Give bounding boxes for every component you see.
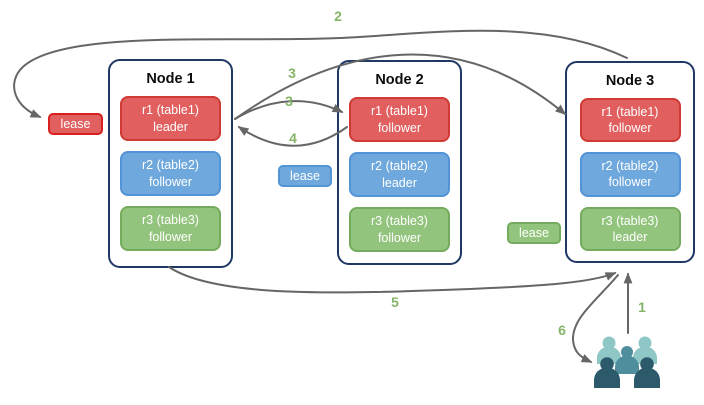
step-label-5: 5	[391, 294, 399, 310]
node2-replica-r1: r1 (table1) follower	[349, 97, 450, 142]
node-3-title: Node 3	[605, 73, 655, 89]
replica-label: r2 (table2)	[371, 159, 428, 174]
replica-role: follower	[377, 120, 422, 135]
node-1-box: Node 1 r1 (table1) leader r2 (table2) fo…	[108, 59, 233, 268]
replica-role: follower	[608, 175, 652, 190]
replica-role: follower	[608, 121, 652, 136]
node3-replica-r1: r1 (table1) follower	[579, 98, 681, 143]
replica-role: leader	[612, 229, 648, 244]
node1-replica-r3: r3 (table3) follower	[120, 206, 221, 251]
step-label-6: 6	[558, 322, 566, 338]
replica-label: r1 (table1)	[142, 103, 199, 118]
people-front-row	[594, 357, 660, 388]
replica-role: follower	[148, 229, 193, 244]
node1-replica-r1: r1 (table1) leader	[120, 96, 221, 141]
node3-replica-r2: r2 (table2) follower	[579, 152, 681, 197]
node2-replica-r2: r2 (table2) leader	[349, 152, 450, 197]
arrow-step-2	[13, 29, 628, 118]
replica-label: r2 (table2)	[601, 159, 659, 174]
arrow-step-5	[168, 266, 617, 294]
replica-role: leader	[382, 175, 417, 190]
replica-role: leader	[153, 119, 188, 134]
replica-label: r3 (table3)	[371, 214, 428, 229]
node-2-box: Node 2 r1 (table1) follower r2 (table2) …	[337, 60, 462, 265]
replica-label: r2 (table2)	[142, 158, 199, 173]
replica-label: r3 (table3)	[142, 213, 199, 228]
replica-label: r1 (table1)	[601, 104, 659, 119]
node-3-box: Node 3 r1 (table1) follower r2 (table2) …	[565, 61, 695, 263]
clients-people-icon	[594, 336, 660, 388]
replica-role: follower	[148, 174, 193, 189]
replica-role: follower	[377, 230, 422, 245]
replica-label: r3 (table3)	[601, 213, 659, 228]
step-label-3-upper: 3	[288, 65, 296, 81]
node-1-title: Node 1	[146, 71, 195, 87]
step-label-3-lower: 3	[285, 93, 293, 109]
step-label-4: 4	[289, 130, 297, 146]
replica-label: r1 (table1)	[371, 104, 428, 119]
node3-replica-r3: r3 (table3) leader	[579, 206, 681, 251]
step-label-1: 1	[638, 299, 646, 315]
lease-chip-table2: lease	[278, 165, 332, 187]
lease-chip-table3: lease	[507, 222, 561, 244]
node-2-title: Node 2	[375, 72, 424, 88]
node2-replica-r3: r3 (table3) follower	[349, 207, 450, 252]
node1-replica-r2: r2 (table2) follower	[120, 151, 221, 196]
step-label-2: 2	[334, 8, 342, 24]
lease-chip-table1: lease	[48, 113, 103, 135]
people-middle	[615, 346, 639, 374]
